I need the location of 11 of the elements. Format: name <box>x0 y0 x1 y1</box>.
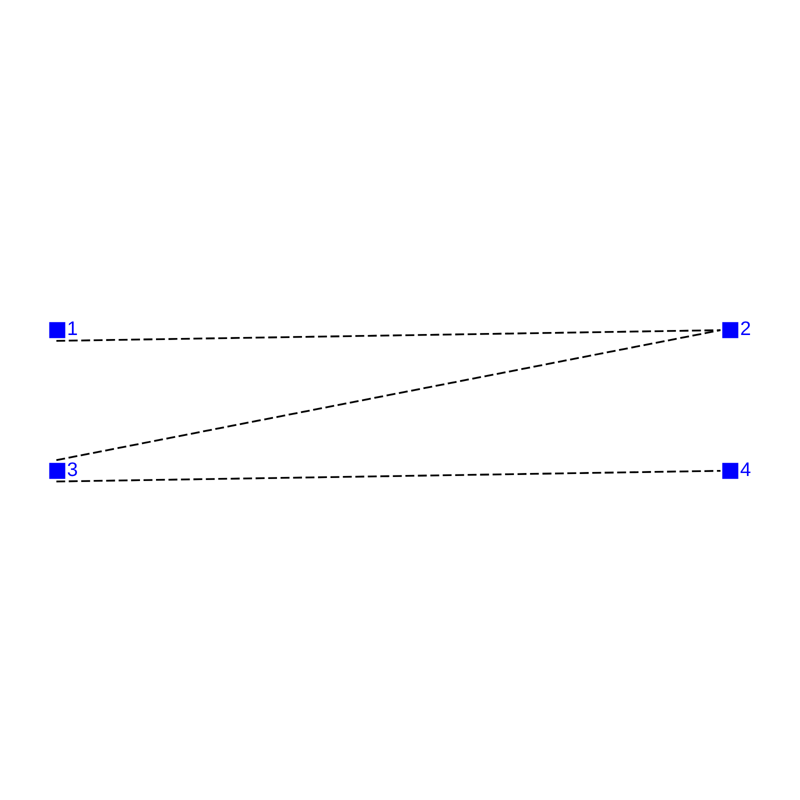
node-label: 4 <box>740 458 751 480</box>
connector <box>56 328 721 461</box>
node-box <box>722 462 738 478</box>
node-box <box>722 322 738 338</box>
connector <box>56 328 720 342</box>
node-label: 2 <box>740 318 751 340</box>
node-label: 3 <box>67 458 78 480</box>
node-box <box>49 462 66 478</box>
node-box <box>49 322 66 338</box>
connector <box>56 469 720 482</box>
node-label: 1 <box>67 318 78 340</box>
